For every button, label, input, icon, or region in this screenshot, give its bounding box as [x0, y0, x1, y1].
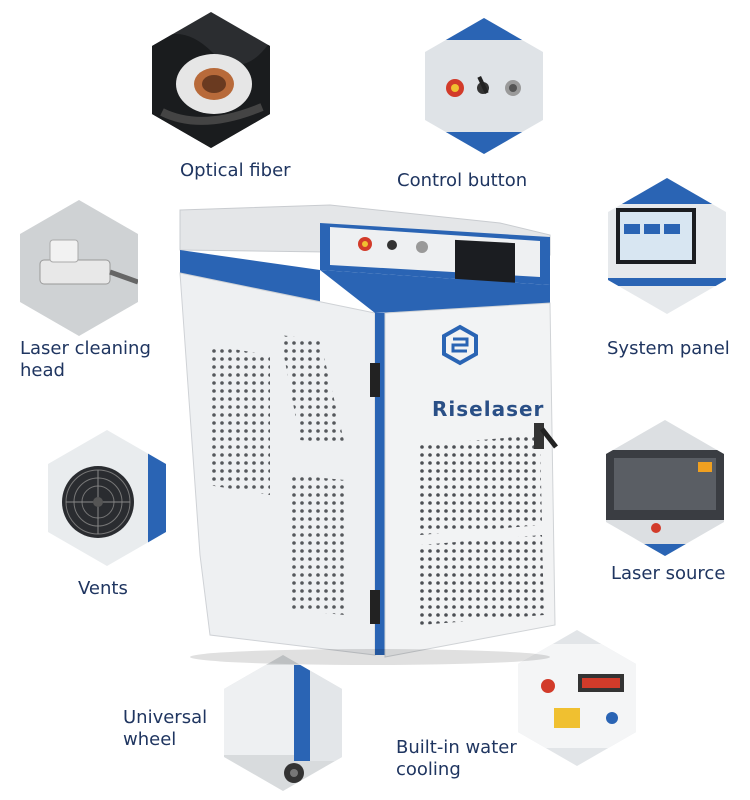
- universal-wheel-image: [224, 655, 342, 791]
- vents-image: [48, 430, 166, 566]
- optical-fiber-image: [152, 12, 270, 148]
- laser-source-label: Laser source: [611, 563, 726, 584]
- built-in-water-cooling-image: [518, 630, 636, 766]
- laser-cleaning-head-photo: [20, 200, 138, 336]
- laser-source-photo: [606, 420, 724, 556]
- laser-cleaning-head-image: [20, 200, 138, 336]
- optical-fiber-label: Optical fiber: [180, 160, 291, 181]
- universal-wheel-photo: [224, 655, 342, 791]
- universal-wheel-label: Universal wheel: [123, 707, 208, 750]
- system-panel-image: [608, 178, 726, 314]
- brand-name: Riselaser: [432, 397, 545, 421]
- built-in-water-cooling-label: Built-in water cooling: [396, 737, 517, 780]
- optical-fiber-photo: [152, 12, 270, 148]
- laser-source-image: [606, 420, 724, 556]
- control-button-image: [425, 18, 543, 154]
- built-in-water-cooling-photo: [518, 630, 636, 766]
- laser-cleaning-machine: Riselaser: [170, 195, 570, 665]
- vents-label: Vents: [78, 578, 128, 599]
- control-button-label: Control button: [397, 170, 528, 191]
- system-panel-photo: [608, 178, 726, 314]
- laser-cleaning-head-label: Laser cleaning head: [20, 338, 151, 381]
- brand-logo: [442, 324, 478, 366]
- machine-illustration: [179, 204, 558, 665]
- system-panel-label: System panel: [607, 338, 730, 359]
- control-button-photo: [425, 18, 543, 154]
- vents-photo: [48, 430, 166, 566]
